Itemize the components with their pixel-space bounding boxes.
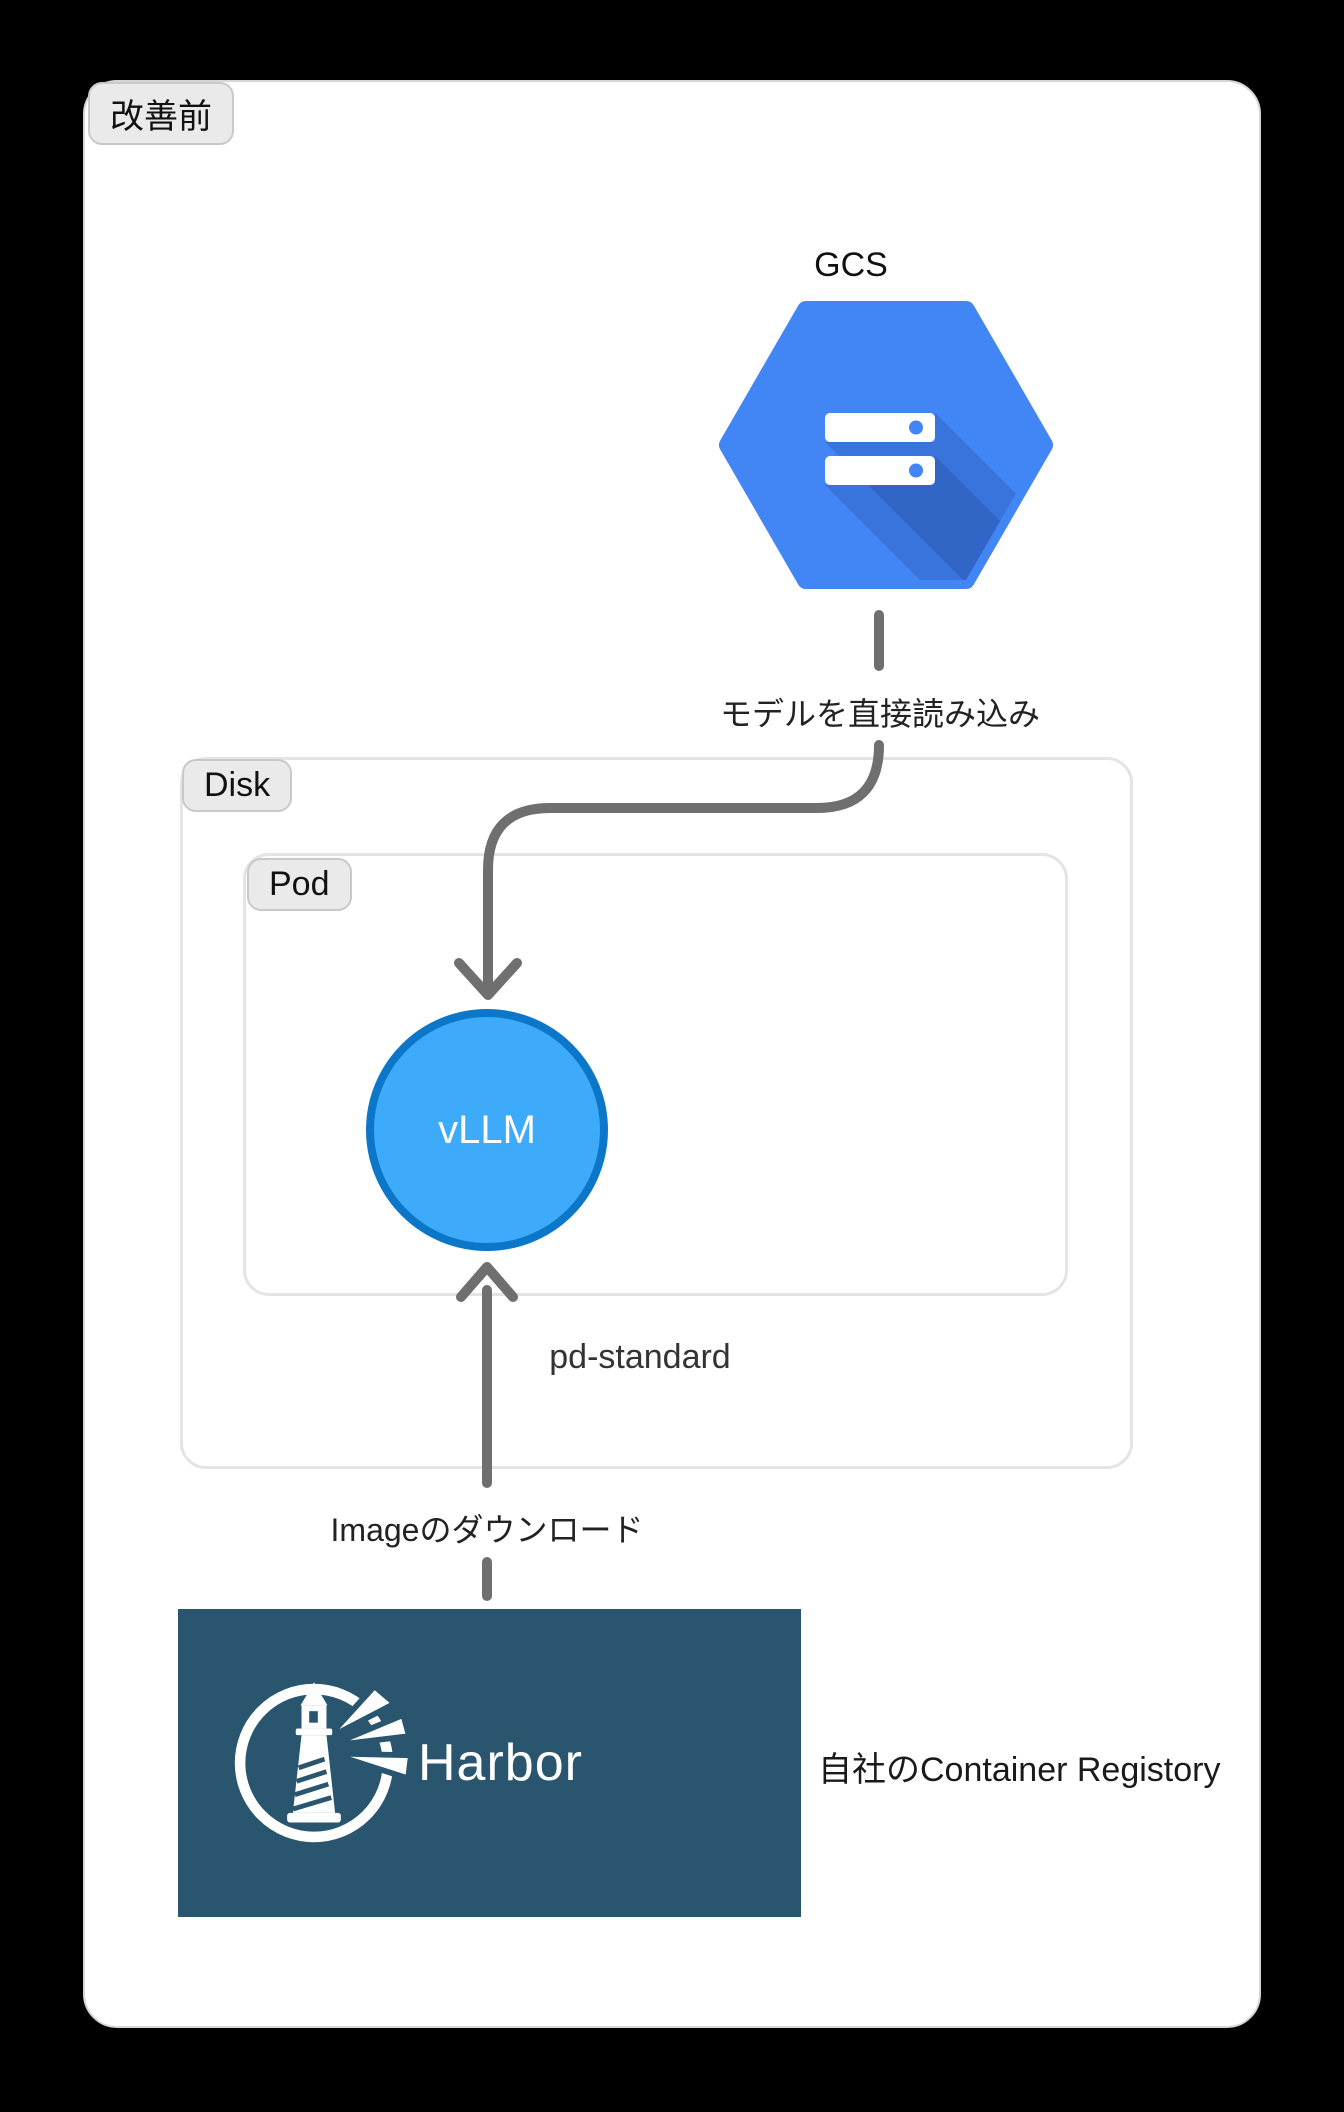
harbor-logo-text: Harbor bbox=[418, 1734, 583, 1792]
pod-container bbox=[243, 853, 1068, 1296]
gcs-storage-icon bbox=[719, 301, 1053, 589]
harbor-registry-box: Harbor bbox=[178, 1609, 801, 1917]
harbor-lighthouse-icon bbox=[234, 1682, 410, 1843]
disk-badge: Disk bbox=[182, 759, 293, 812]
vllm-node: vLLM bbox=[366, 1009, 608, 1251]
gcs-label: GCS bbox=[814, 246, 888, 284]
vllm-node-label: vLLM bbox=[438, 1107, 536, 1152]
harbor-caption: 自社のContainer Registory bbox=[818, 1751, 1221, 1789]
gcs-icon-bars bbox=[825, 413, 935, 485]
stage-badge: 改善前 bbox=[88, 82, 234, 145]
pod-badge: Pod bbox=[247, 858, 352, 911]
model-load-edge-label: モデルを直接読み込み bbox=[719, 696, 1040, 732]
disk-type-label: pd-standard bbox=[549, 1338, 731, 1376]
image-download-edge-label: Imageのダウンロード bbox=[330, 1512, 644, 1548]
